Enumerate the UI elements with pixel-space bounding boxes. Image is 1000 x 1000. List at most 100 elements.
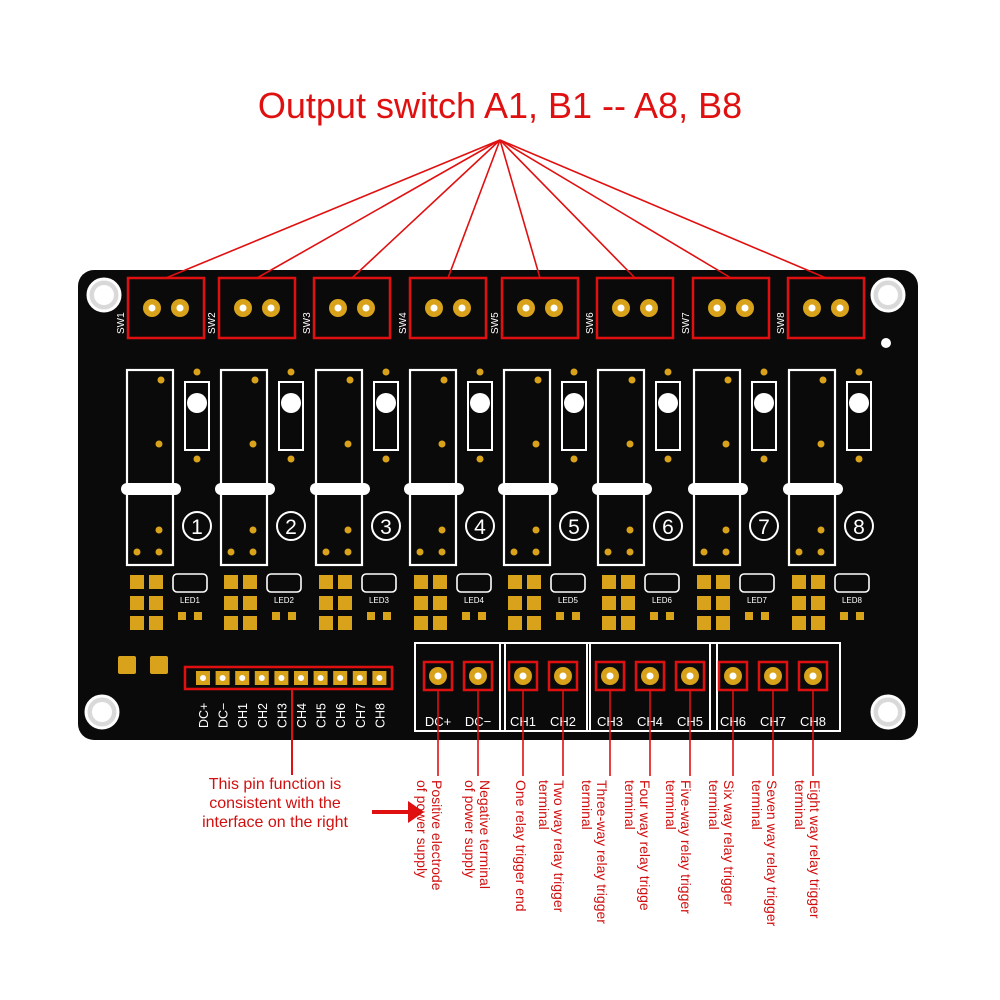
relay-pin xyxy=(249,548,257,556)
relay-pin xyxy=(438,548,446,556)
smd-pad xyxy=(243,575,257,589)
smd-pad xyxy=(811,616,825,630)
led-outline xyxy=(550,573,586,593)
capacitor-pad-right xyxy=(150,656,168,674)
left-note: This pin function is consistent with the… xyxy=(202,776,348,831)
switch-pad-a-hole xyxy=(239,304,247,312)
description-line: terminal xyxy=(792,780,808,830)
relay-pin xyxy=(227,548,235,556)
switch-terminal-outline xyxy=(312,276,392,340)
switch-pad-a-hole xyxy=(430,304,438,312)
terminal-pad-hole xyxy=(809,672,817,680)
terminal-block-outline xyxy=(709,642,841,732)
diode-pin-top xyxy=(193,368,201,376)
smd-pad xyxy=(130,575,144,589)
led-group-1: LED1 xyxy=(130,573,208,630)
header-pin-label: CH6 xyxy=(334,703,348,728)
smd-pad xyxy=(224,616,238,630)
led-label: LED7 xyxy=(747,596,768,605)
relay-pin xyxy=(700,548,708,556)
switch-pad-b-hole xyxy=(836,304,844,312)
header-pin-hole xyxy=(219,675,226,681)
diode-body xyxy=(376,393,396,413)
description-line: Six way relay trigger xyxy=(721,780,737,906)
terminal-pad-hole xyxy=(769,672,777,680)
pin-header-outline xyxy=(183,665,394,691)
switch-terminal-6: SW6 xyxy=(585,276,675,340)
relay-outline xyxy=(502,368,552,567)
diode-pin-bottom xyxy=(287,455,295,463)
led-pad-right xyxy=(383,612,391,620)
relay-pin xyxy=(438,526,446,534)
relay-number-circle xyxy=(182,511,212,541)
diode-pin-bottom xyxy=(382,455,390,463)
diode-outline xyxy=(278,381,304,451)
switch-pad-a-hole xyxy=(713,304,721,312)
header-pin-6: CH4 xyxy=(294,671,309,728)
diode-body xyxy=(658,393,678,413)
relay-pin xyxy=(604,548,612,556)
header-pin-2: DC− xyxy=(215,671,231,728)
smd-pad xyxy=(319,616,333,630)
switch-terminal-outline xyxy=(408,276,488,340)
switch-label: SW4 xyxy=(398,312,409,334)
led-pad-left xyxy=(272,612,280,620)
smd-pad xyxy=(433,596,447,610)
diode-pin-bottom xyxy=(476,455,484,463)
led-outline xyxy=(456,573,492,593)
relay-pin xyxy=(534,376,542,384)
terminal-block-outline xyxy=(414,642,506,732)
switch-pad-b-hole xyxy=(645,304,653,312)
header-pin-hole xyxy=(239,675,246,681)
relay-number-circle xyxy=(844,511,874,541)
header-pin-4: CH2 xyxy=(254,671,270,728)
switch-pad-b-hole xyxy=(458,304,466,312)
header-pin-label: CH3 xyxy=(275,703,289,728)
relay-pin xyxy=(346,376,354,384)
relay-pin xyxy=(819,376,827,384)
header-pin-8: CH6 xyxy=(333,671,348,728)
header-pin-1: DC+ xyxy=(196,671,211,728)
relay-pin xyxy=(510,548,518,556)
relay-pin xyxy=(440,376,448,384)
header-pin-label: DC+ xyxy=(197,703,211,728)
smd-pad xyxy=(621,616,635,630)
smd-pad xyxy=(433,575,447,589)
terminal-pad-hole xyxy=(559,672,567,680)
led-label: LED6 xyxy=(652,596,673,605)
relay-pin xyxy=(344,526,352,534)
relay-4: 4 xyxy=(404,368,495,567)
smd-pad xyxy=(508,575,522,589)
relay-pin xyxy=(532,548,540,556)
mounting-holes xyxy=(84,277,906,730)
terminal-pad-hole xyxy=(729,672,737,680)
via-hole xyxy=(881,338,891,348)
relay-pin xyxy=(251,376,259,384)
led-group-4: LED4 xyxy=(414,573,492,630)
diode-body xyxy=(754,393,774,413)
smd-pad xyxy=(811,596,825,610)
diode-pin-top xyxy=(664,368,672,376)
diode-body xyxy=(470,393,490,413)
relay-number-circle xyxy=(653,511,683,541)
description-line: terminal xyxy=(579,780,595,830)
relay-pin xyxy=(249,526,257,534)
smd-pad xyxy=(527,596,541,610)
relay-number-circle xyxy=(465,511,495,541)
smd-pad xyxy=(414,616,428,630)
header-pin-hole xyxy=(258,675,265,681)
switch-pad-a-hole xyxy=(808,304,816,312)
led-outline xyxy=(739,573,775,593)
title-pointer-line xyxy=(447,139,501,279)
header-pin-hole xyxy=(337,675,344,681)
smd-pad xyxy=(319,575,333,589)
relay-2: 2 xyxy=(215,368,306,567)
relay-pin xyxy=(628,376,636,384)
relay-pin xyxy=(724,376,732,384)
led-pad-right xyxy=(478,612,486,620)
relay-number: 2 xyxy=(285,516,297,539)
relay-pin xyxy=(795,548,803,556)
